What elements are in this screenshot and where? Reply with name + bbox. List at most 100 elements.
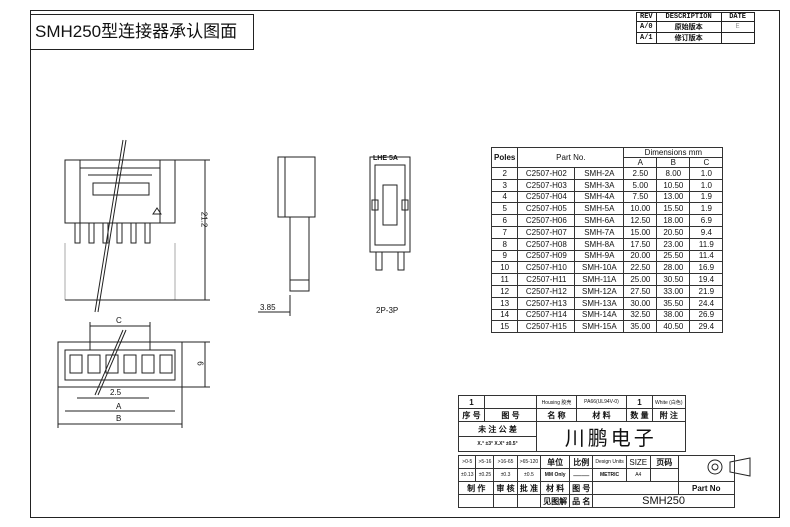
table-cell: 19.4 <box>689 273 724 286</box>
table-cell: C2507-H15 <box>517 320 576 334</box>
table-cell: 22.50 <box>623 261 658 275</box>
material-header: 材 料 <box>576 408 627 422</box>
quantity-header: 数 量 <box>626 408 653 422</box>
table-cell: 2.50 <box>623 167 658 180</box>
table-cell: 16.9 <box>689 261 724 275</box>
table-cell: 7 <box>490 225 519 239</box>
tol-range: >16-65 <box>493 455 518 469</box>
table-cell: 30.50 <box>656 273 691 286</box>
table-cell: 9.4 <box>689 225 724 239</box>
table-cell: C2507-H07 <box>517 225 576 239</box>
tol-range: >0-5 <box>457 455 477 469</box>
pin1-triangle-icon <box>152 207 162 215</box>
part-name: Housing 胶壳 <box>536 395 577 409</box>
unit-value: MM Only <box>540 468 571 482</box>
col-c-header: C <box>689 157 724 168</box>
name-header: 名 称 <box>536 408 577 422</box>
tol-value: ±0.13 <box>457 468 477 482</box>
col-a-header: A <box>623 157 658 168</box>
table-cell: 9 <box>490 249 519 263</box>
title-block: 1 Housing 胶壳 PA66(UL94V-0) 1 White (白色) … <box>458 395 686 452</box>
table-cell: 38.00 <box>656 308 691 322</box>
table-cell: SMH-2A <box>574 167 625 180</box>
table-cell: 1.9 <box>689 202 724 216</box>
table-cell: SMH-6A <box>574 214 625 227</box>
table-cell: 29.4 <box>689 320 724 334</box>
table-cell: 15 <box>490 320 519 334</box>
table-cell: C2507-H04 <box>517 190 576 204</box>
col-b-header: B <box>656 157 691 168</box>
tolerance-line: X.° ±3° X.X° ±0.5° <box>458 436 537 452</box>
table-cell: 24.4 <box>689 296 724 310</box>
table-cell: 6.9 <box>689 214 724 227</box>
size-value: A4 <box>625 468 651 482</box>
unit-header: 单位 <box>540 455 571 469</box>
table-cell: 1.9 <box>689 190 724 204</box>
table-cell: 3 <box>490 178 519 192</box>
table-cell: SMH-15A <box>574 320 625 334</box>
rev-cell: A/1 <box>636 32 657 44</box>
scale-header: 比例 <box>569 455 594 469</box>
table-cell: 27.50 <box>623 284 658 298</box>
pitch-dimension: 2.5 <box>110 388 122 397</box>
table-cell: 6 <box>490 214 519 227</box>
table-cell: 28.00 <box>656 261 691 275</box>
see-diagram-label: 见图解 <box>540 494 571 508</box>
dimension-b-label: B <box>116 414 122 423</box>
remark-value: White (白色) <box>652 395 686 409</box>
table-cell: 11 <box>490 273 519 286</box>
table-cell: 25.00 <box>623 273 658 286</box>
part-no-header: Part No. <box>517 147 625 168</box>
table-cell: 32.50 <box>623 308 658 322</box>
table-cell: 7.50 <box>623 190 658 204</box>
table-cell: 1.0 <box>689 167 724 180</box>
tol-value: ±0.25 <box>475 468 495 482</box>
drawing-frame <box>30 10 780 518</box>
table-cell: 33.00 <box>656 284 691 298</box>
company-name: 川鹏电子 <box>536 421 686 452</box>
made-by-header: 制 作 <box>457 481 495 495</box>
front-view <box>64 139 210 313</box>
table-cell: 20.00 <box>623 249 658 263</box>
tol-range: >65-120 <box>516 455 542 469</box>
approve-header: 批 准 <box>516 481 542 495</box>
drawing-no-header: 图 号 <box>569 481 594 495</box>
table-cell: SMH-8A <box>574 237 625 251</box>
table-cell: C2507-H03 <box>517 178 576 192</box>
table-cell: 25.50 <box>656 249 691 263</box>
table-cell: SMH-12A <box>574 284 625 298</box>
table-cell: 13 <box>490 296 519 310</box>
table-cell: C2507-H10 <box>517 261 576 275</box>
table-cell: 30.00 <box>623 296 658 310</box>
table-cell: 11.4 <box>689 249 724 263</box>
table-cell: SMH-4A <box>574 190 625 204</box>
housing-marking: LHE 5A <box>373 155 398 162</box>
description-cell: 修订版本 <box>655 32 722 44</box>
table-cell: 13.00 <box>656 190 691 204</box>
table-cell: C2507-H06 <box>517 214 576 227</box>
table-cell: 14 <box>490 308 519 322</box>
depth-dimension: 3.85 <box>260 303 276 312</box>
part-number-value: SMH250 <box>592 494 735 508</box>
table-cell: 12 <box>490 284 519 298</box>
table-cell: SMH-14A <box>574 308 625 322</box>
latch-view <box>369 156 411 271</box>
revision-table: REV DESCRIPTION DATE A/0 原始版本 E A/1 修订版本 <box>636 12 755 44</box>
tol-value: ±0.5 <box>516 468 542 482</box>
table-cell: 35.50 <box>656 296 691 310</box>
design-units-header: Design Units <box>592 455 627 469</box>
table-cell: 40.50 <box>656 320 691 334</box>
tol-value: ±0.3 <box>493 468 518 482</box>
table-cell: 2 <box>490 167 519 180</box>
table-cell: 26.9 <box>689 308 724 322</box>
dimension-a-label: A <box>116 402 122 411</box>
